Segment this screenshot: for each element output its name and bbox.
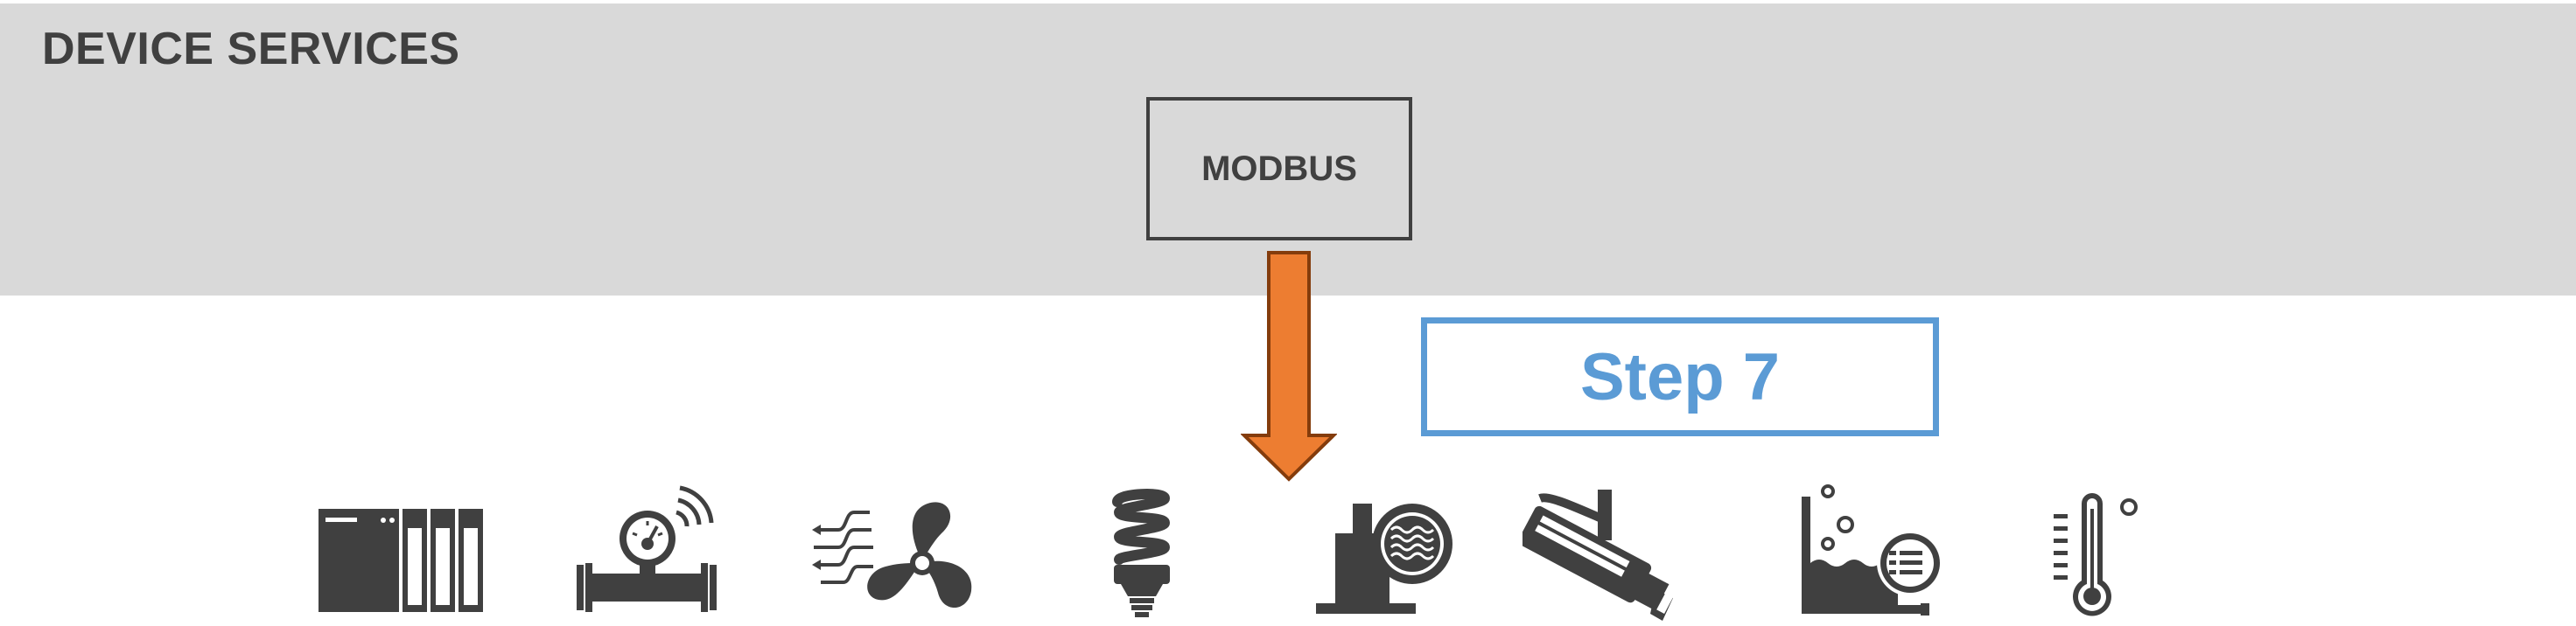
flow-meter-icon [573,472,731,621]
light-bulb-icon [1107,472,1177,621]
modbus-service-box[interactable]: MODBUS [1146,97,1412,240]
section-title: DEVICE SERVICES [42,24,460,74]
camera-icon [1522,472,1680,621]
down-arrow-icon [1241,251,1337,482]
step-label-box: Step 7 [1421,317,1939,436]
pump-sensor-icon [1312,472,1461,621]
fan-icon [812,472,978,621]
modbus-label: MODBUS [1201,149,1357,188]
device-services-band [0,3,2576,296]
tank-level-icon [1798,472,1956,621]
thermometer-icon [2043,472,2139,621]
device-icon-row [0,472,2576,626]
step-label: Step 7 [1579,339,1781,414]
plc-icon [315,472,490,621]
